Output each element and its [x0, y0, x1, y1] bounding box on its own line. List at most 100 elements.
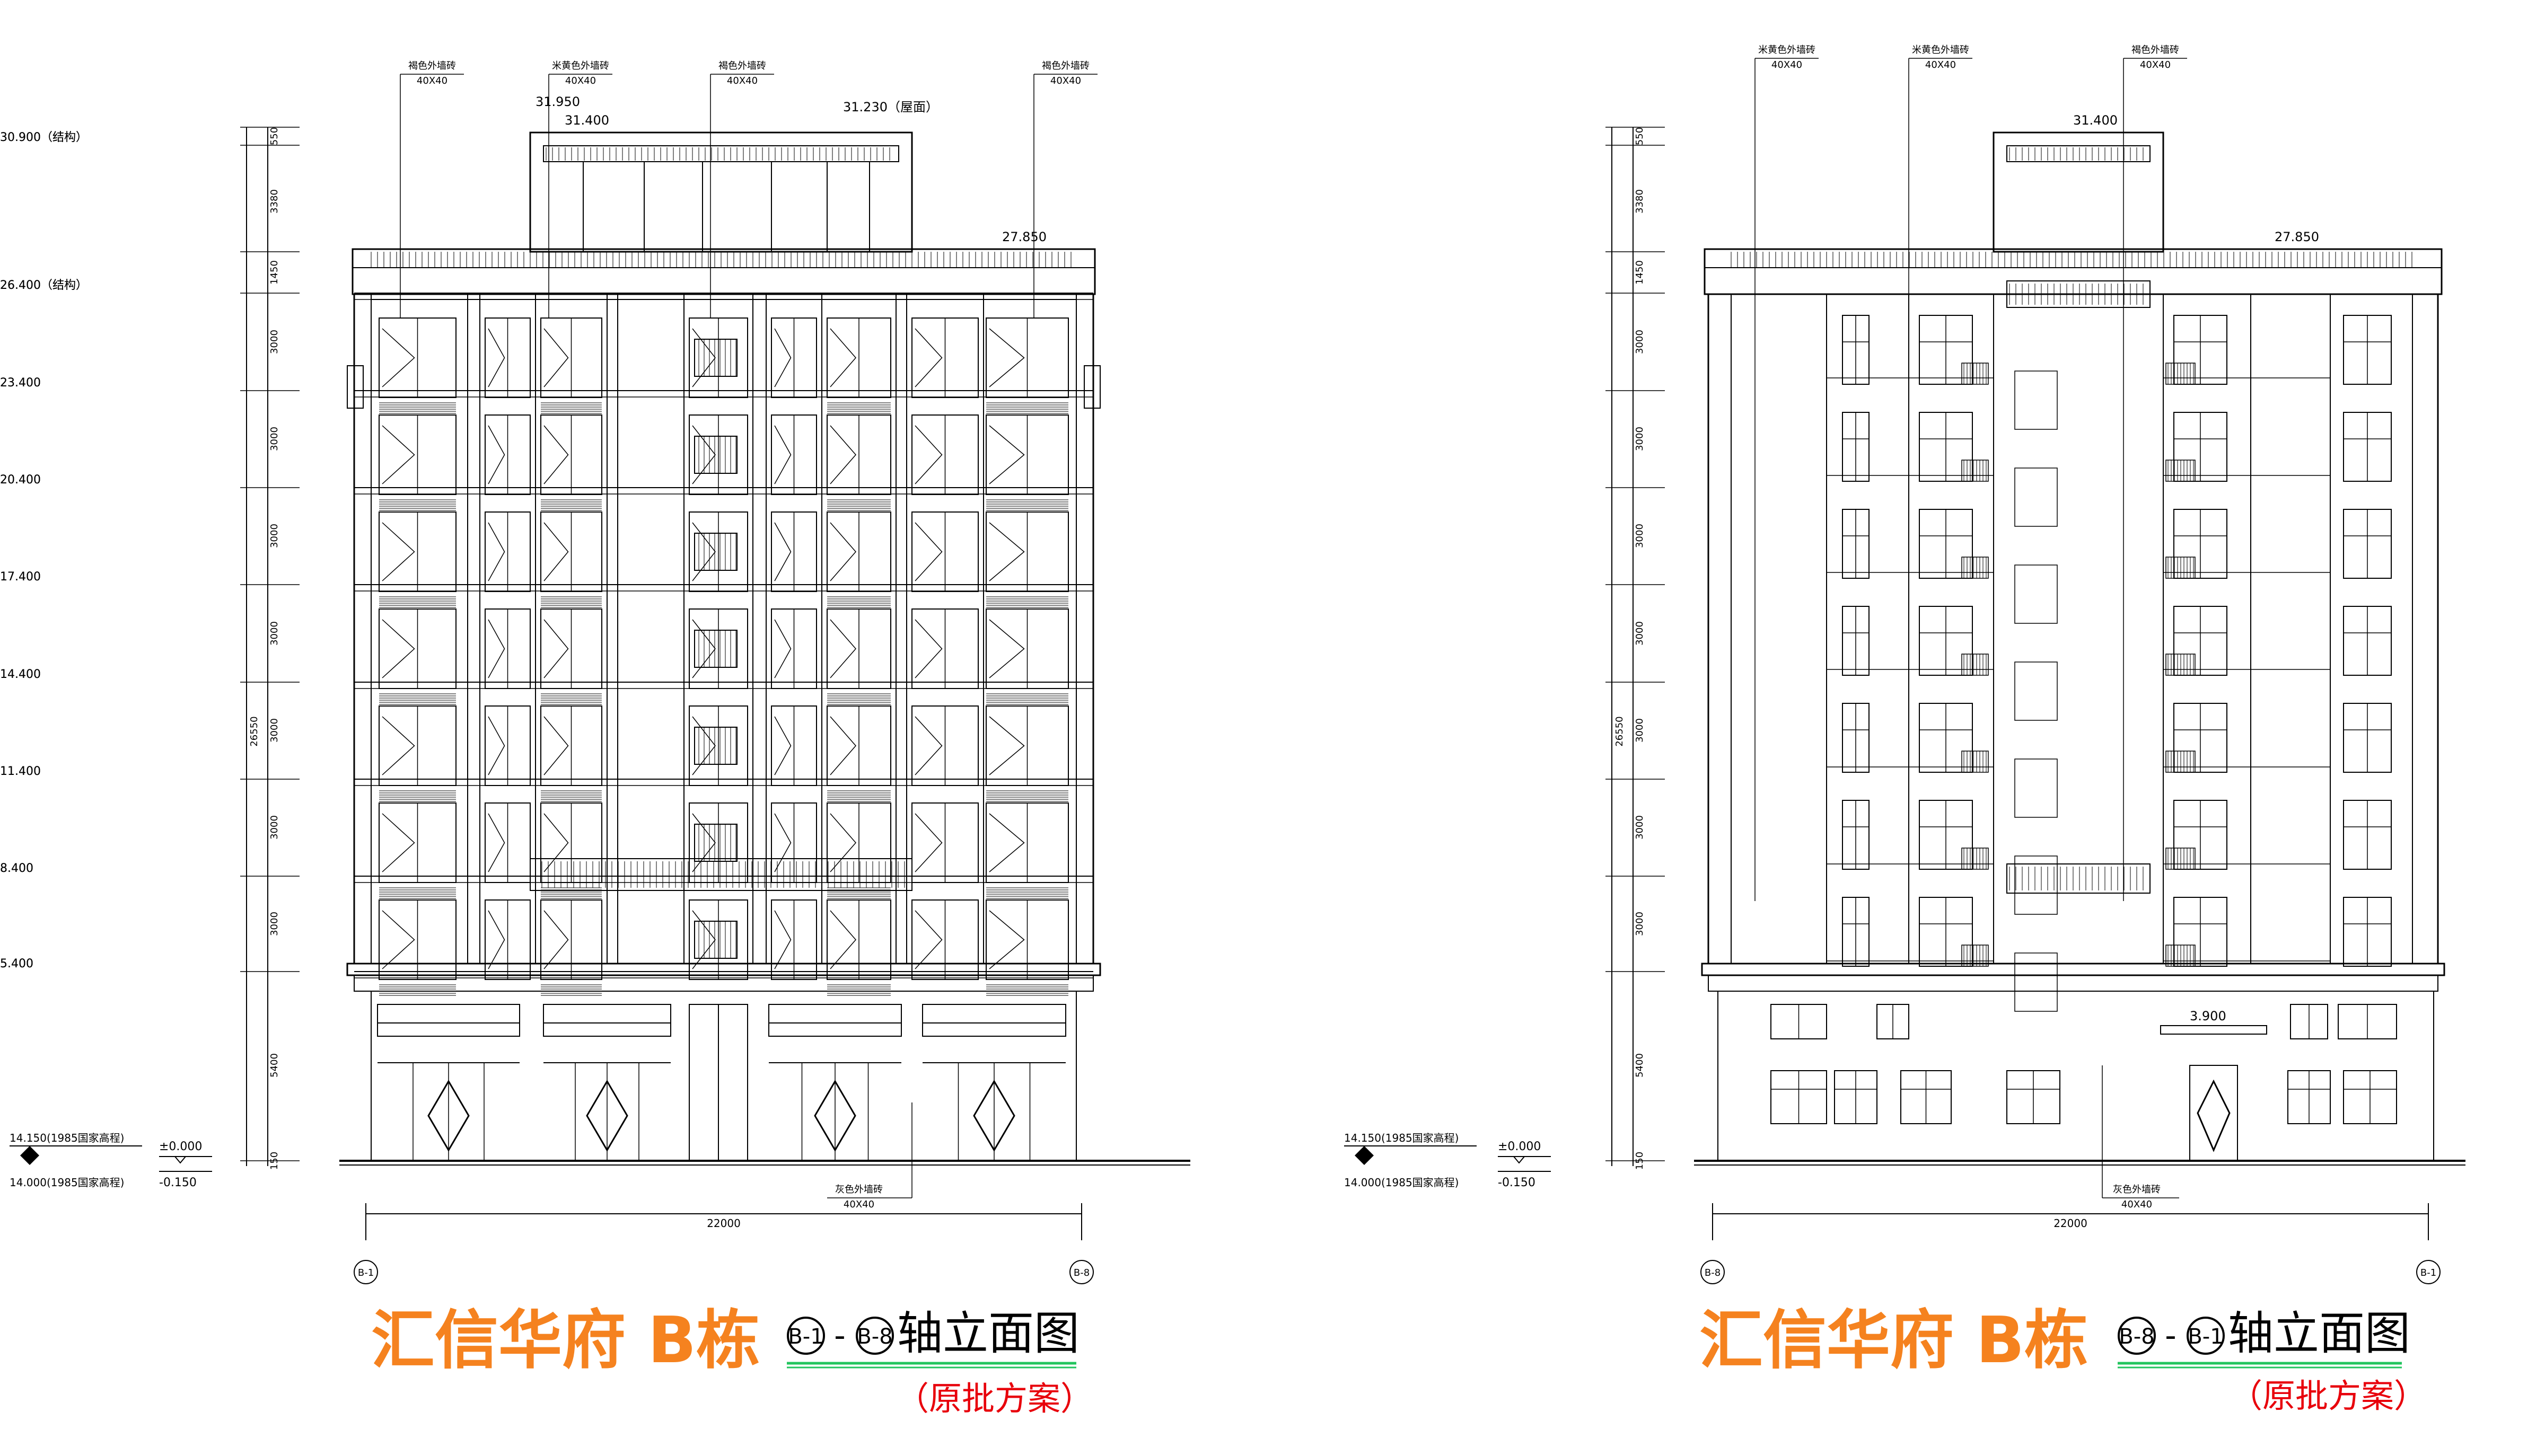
- core-window: [2014, 370, 2058, 430]
- window-opening-mark: [692, 813, 716, 872]
- dimension-value: 3000: [269, 912, 280, 936]
- window-opening-mark: [774, 328, 792, 387]
- window-opening-mark: [830, 425, 856, 484]
- window-opening-mark: [915, 522, 943, 581]
- window-opening-mark: [830, 910, 856, 969]
- window-opening-mark: [915, 425, 943, 484]
- juliet-balcony: [1961, 945, 1989, 967]
- dimension-value: 3000: [269, 621, 280, 646]
- dimension-value: 550: [269, 127, 280, 145]
- window-opening-mark: [692, 619, 716, 678]
- window-opening-mark: [382, 425, 415, 484]
- right-title-tail: 轴立面图: [2228, 1307, 2410, 1360]
- window-opening-mark: [915, 619, 943, 678]
- material-size: 40X40: [417, 75, 447, 86]
- roof-tower: [1993, 131, 2164, 253]
- level-label: 26.400（结构）: [0, 279, 87, 292]
- right-axis-from-label: B-8: [2119, 1325, 2154, 1349]
- dimension-value: 3000: [1634, 912, 1645, 936]
- width-dimension-value: 22000: [707, 1217, 741, 1230]
- window-opening-mark: [692, 328, 716, 387]
- roof-level-label: 31.400: [2073, 113, 2118, 128]
- stair-window: [694, 727, 738, 765]
- window-opening-mark: [382, 522, 415, 581]
- stair-window: [694, 436, 738, 474]
- roof-tower-band: [543, 145, 899, 162]
- material-size: 40X40: [1771, 59, 1802, 70]
- material-size: 40X40: [727, 75, 758, 86]
- right-elevation-b8-b1: 30.900（结构）26.400（结构）23.40020.40017.40014…: [0, 45, 2465, 1284]
- left-axis-dash: -: [834, 1317, 846, 1354]
- dimension-value: 5400: [269, 1053, 280, 1078]
- level-label: 23.400: [0, 376, 41, 390]
- width-dimension-value: 22000: [2053, 1217, 2087, 1230]
- side-balcony: [1084, 365, 1101, 409]
- shop-door-diamond: [973, 1080, 1015, 1152]
- stair-window: [694, 339, 738, 377]
- window-opening-mark: [774, 522, 792, 581]
- core-window: [2014, 758, 2058, 818]
- right-axis-to-label: B-1: [2188, 1325, 2223, 1349]
- outside-level-label: -0.150: [159, 1176, 197, 1189]
- level-label: 5.400: [0, 957, 33, 970]
- axis-bubble-end: [1069, 1260, 1094, 1284]
- core-window: [2014, 855, 2058, 915]
- left-subtitle: （原批方案）: [896, 1379, 1093, 1418]
- level-label: 23.400: [0, 376, 41, 390]
- dimension-value: 3000: [1634, 330, 1645, 354]
- window-opening-mark: [382, 910, 415, 969]
- juliet-balcony: [1961, 848, 1989, 870]
- material-size: 40X40: [1050, 75, 1081, 86]
- main-door-diamond: [2197, 1079, 2231, 1152]
- core-window: [2014, 467, 2058, 527]
- left-axis-from-circle: [787, 1317, 825, 1355]
- window-opening-mark: [774, 813, 792, 872]
- window-opening-mark: [989, 716, 1025, 775]
- dimension-value: 550: [1634, 127, 1645, 145]
- ground-datum-label: 14.150(1985国家高程): [1344, 1132, 1459, 1144]
- top-balcony: [2006, 280, 2151, 308]
- juliet-balcony: [1961, 654, 1989, 676]
- left-title-tail: 轴立面图: [897, 1307, 1080, 1360]
- stair-window: [694, 630, 738, 668]
- window-opening-mark: [382, 716, 415, 775]
- window-opening-mark: [915, 328, 943, 387]
- axis-bubble-start-label: B-1: [358, 1267, 374, 1278]
- ground-datum-marker: [20, 1146, 39, 1155]
- right-axis-to-circle: [2187, 1317, 2225, 1355]
- window-opening-mark: [543, 425, 569, 484]
- window-opening-mark: [543, 910, 569, 969]
- dimension-value: 3000: [1634, 621, 1645, 646]
- right-title-main: 汇信华府 B栋: [1699, 1304, 2088, 1378]
- window-opening-mark: [915, 813, 943, 872]
- axis-bubble-end-label: B-1: [2420, 1267, 2436, 1278]
- door-level-label: 3.900: [2190, 1009, 2226, 1023]
- material-note: 褐色外墙砖: [718, 60, 766, 72]
- ground-datum-marker: [1355, 1155, 1374, 1165]
- axis-bubble-start: [354, 1260, 378, 1284]
- parapet: [352, 248, 1096, 295]
- window-opening-mark: [382, 813, 415, 872]
- window-opening-mark: [488, 716, 505, 775]
- level-label: 20.400: [0, 473, 41, 487]
- ground-datum-label: 14.000(1985国家高程): [10, 1176, 124, 1189]
- dimension-value: 3000: [269, 330, 280, 354]
- level-label: 11.400: [0, 765, 41, 778]
- window-opening-mark: [488, 522, 505, 581]
- window-opening-mark: [989, 425, 1025, 484]
- main-door: [2189, 1065, 2238, 1161]
- juliet-balcony: [1961, 557, 1989, 579]
- dimension-value: 3000: [269, 524, 280, 548]
- left-axis-to-label: B-8: [857, 1325, 892, 1349]
- window-opening-mark: [830, 328, 856, 387]
- core-window: [2014, 564, 2058, 624]
- base-note: 灰色外墙砖: [2113, 1184, 2161, 1195]
- dimension-value: 3000: [1634, 718, 1645, 743]
- dimension-value: 3000: [1634, 815, 1645, 840]
- window-opening-mark: [692, 910, 716, 969]
- level-label: 5.400: [0, 957, 33, 970]
- window-opening-mark: [692, 522, 716, 581]
- window-opening-mark: [830, 619, 856, 678]
- juliet-balcony: [1961, 751, 1989, 773]
- window-opening-mark: [488, 910, 505, 969]
